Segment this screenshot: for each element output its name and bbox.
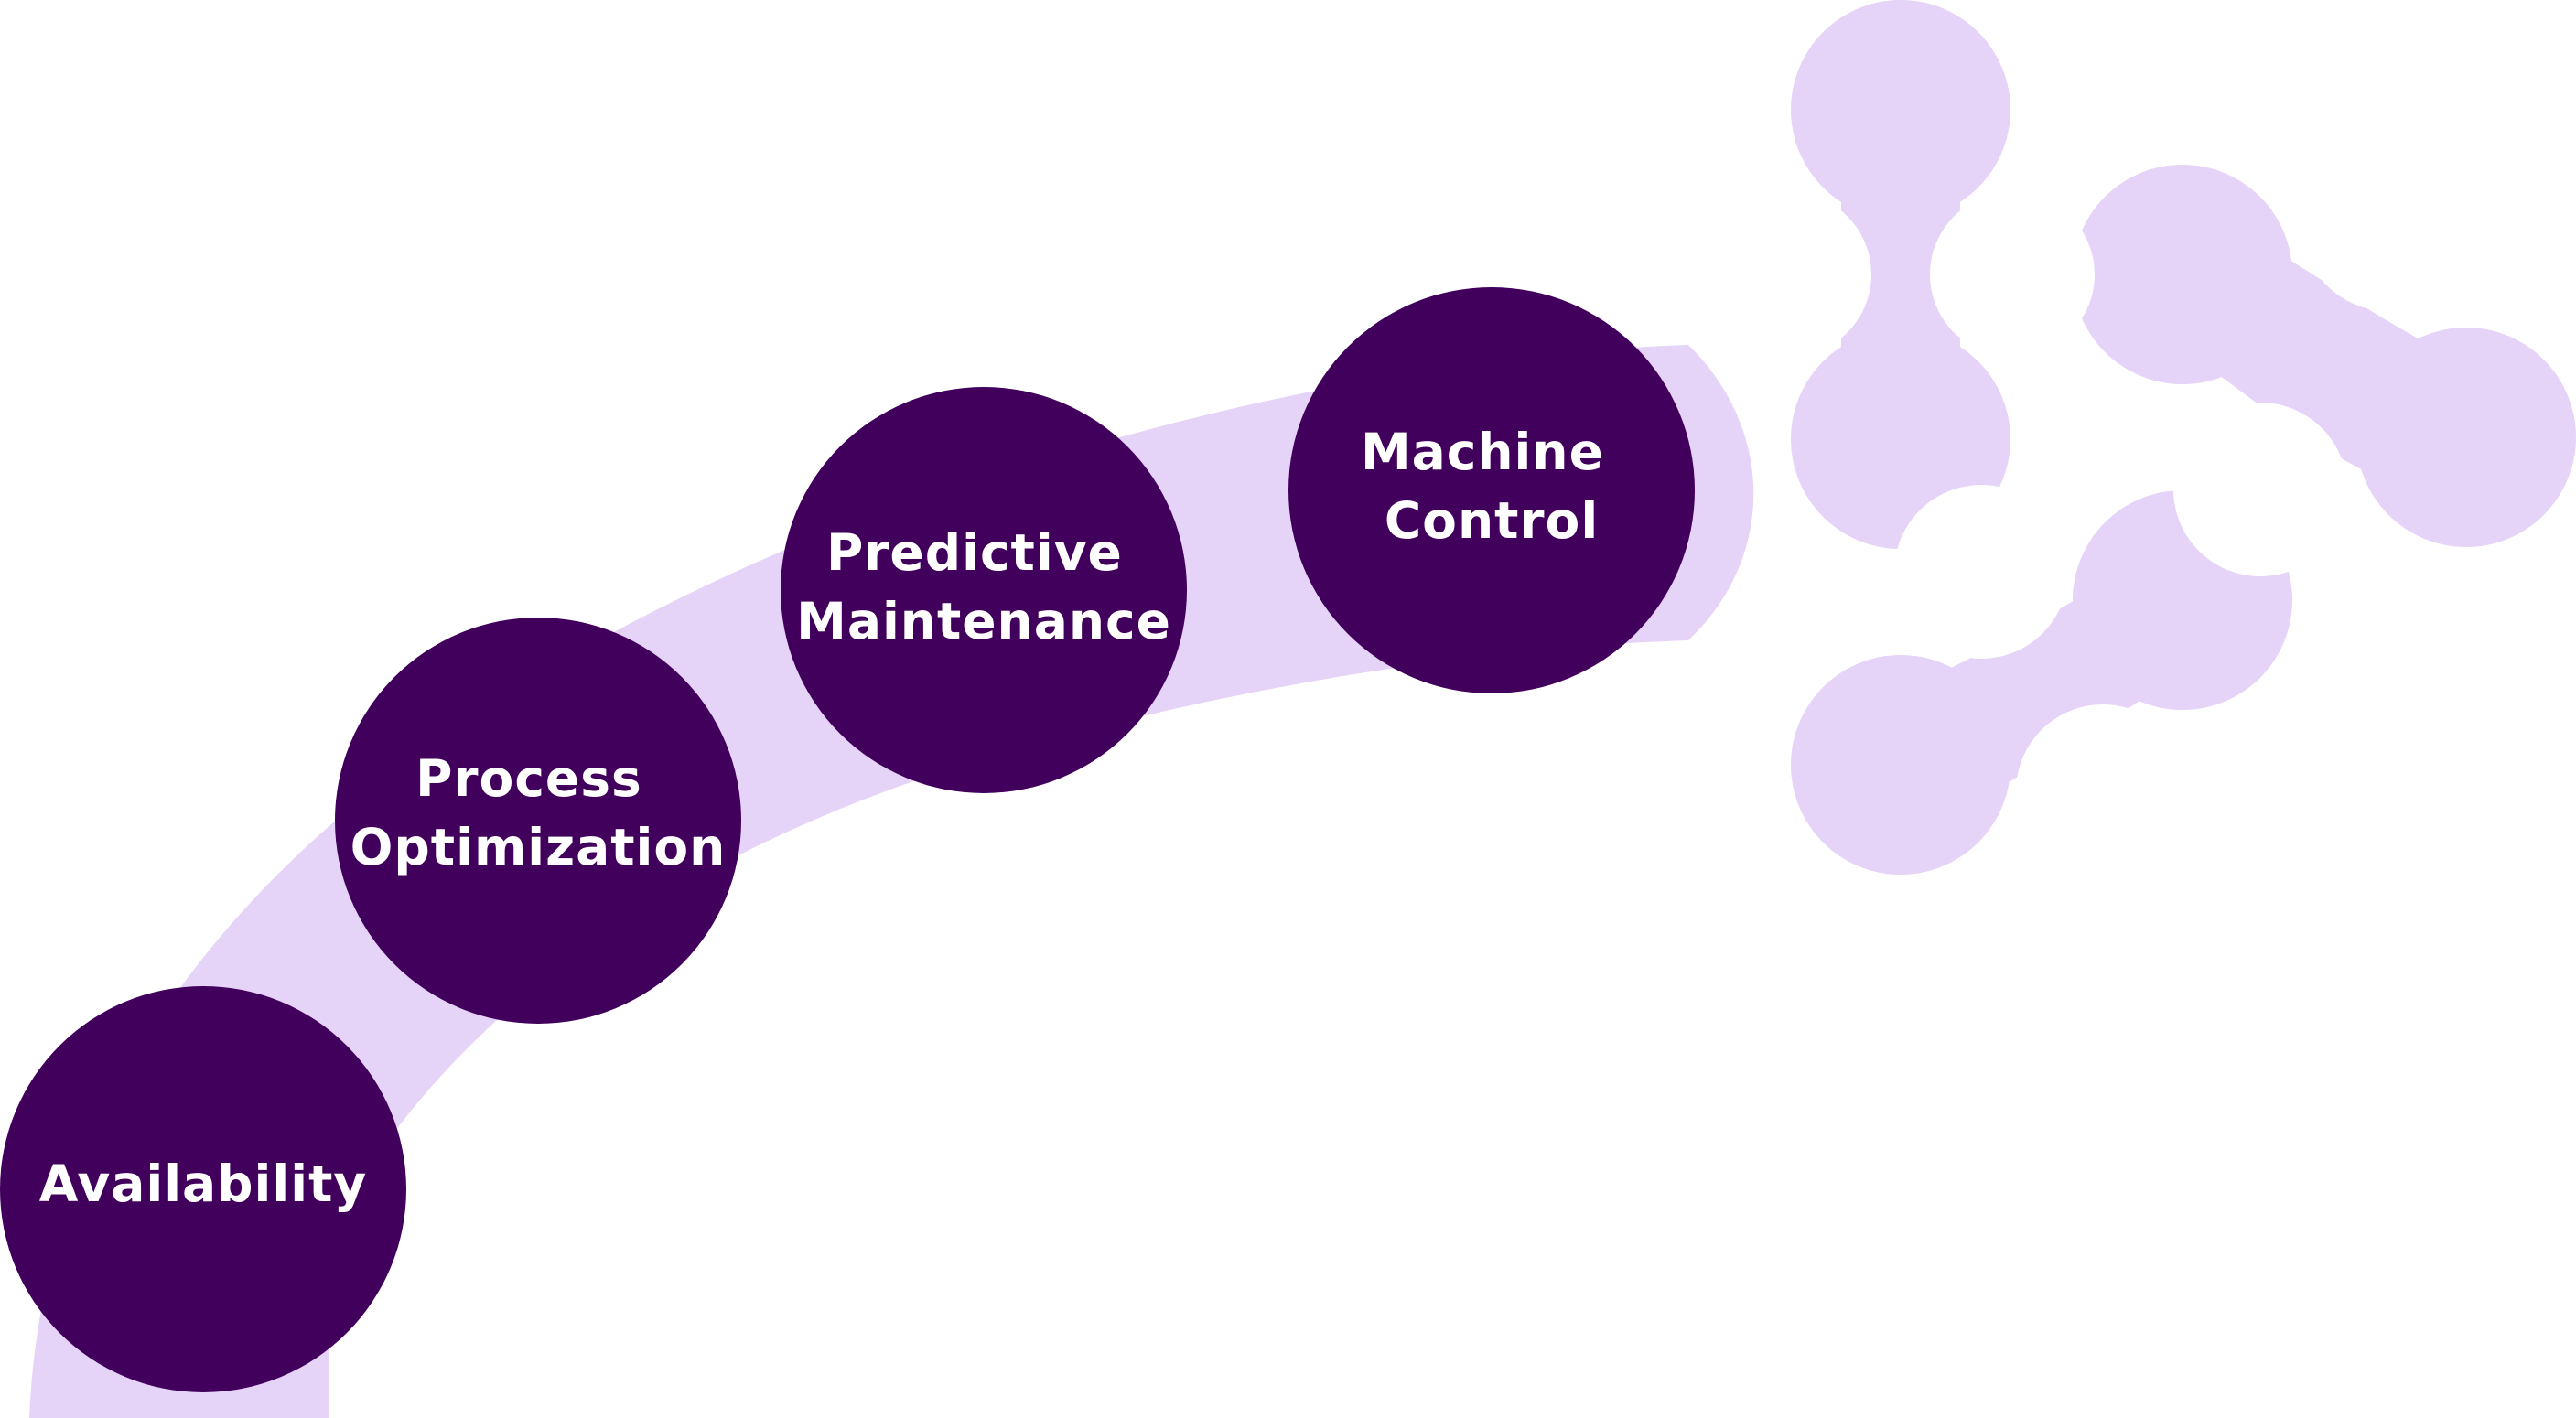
- molecule-network-icon: [1791, 0, 2576, 875]
- step-label-machine-control: Machine Control: [1361, 423, 1622, 550]
- step-circle-predictive-maintenance: Predictive Maintenance: [781, 387, 1187, 793]
- step-label-process-optimization: Process Optimization: [350, 749, 727, 876]
- step-circle-machine-control: Machine Control: [1288, 287, 1695, 693]
- molecule-notches: [1707, 137, 2475, 878]
- step-circle-process-optimization: Process Optimization: [335, 618, 741, 1024]
- step-circle-availability: Availability: [0, 986, 406, 1392]
- progress-arc-band: [29, 345, 1754, 1418]
- step-label-availability: Availability: [39, 1155, 367, 1213]
- step-label-predictive-maintenance: Predictive Maintenance: [796, 523, 1171, 650]
